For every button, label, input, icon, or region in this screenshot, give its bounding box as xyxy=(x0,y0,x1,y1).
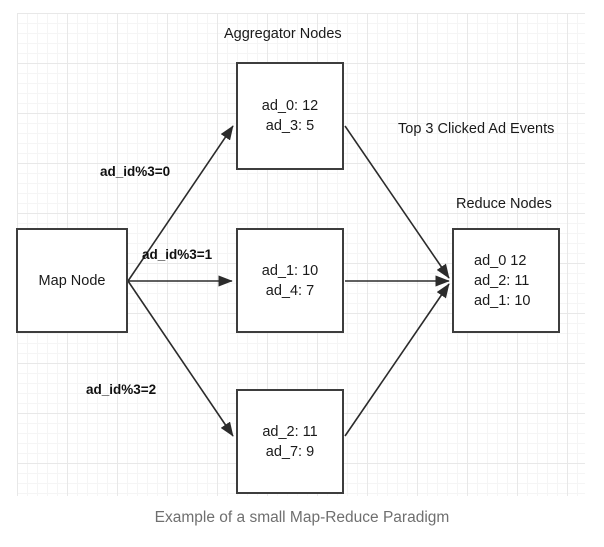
node-aggregator-1-line-1: ad_1: 10 xyxy=(261,262,319,279)
edge-aggregator-2-to-reduce xyxy=(344,283,450,437)
edge-label-mod-2: ad_id%3=2 xyxy=(86,382,157,397)
edge-aggregator-0-to-reduce xyxy=(344,125,450,279)
node-aggregator-0[interactable]: ad_0: 12 ad_3: 5 xyxy=(236,62,344,170)
node-reduce-line-3: ad_1: 10 xyxy=(474,292,531,309)
node-aggregator-2[interactable]: ad_2: 11 ad_7: 9 xyxy=(236,389,344,494)
node-aggregator-1-line-2: ad_4: 7 xyxy=(265,282,315,299)
node-reduce-line-1: ad_0 12 xyxy=(474,252,527,269)
node-reduce-line-2: ad_2: 11 xyxy=(474,272,530,289)
node-map[interactable]: Map Node xyxy=(16,228,128,333)
heading-top-clicked-ad-events: Top 3 Clicked Ad Events xyxy=(398,121,555,137)
edge-map-to-aggregator-2 xyxy=(127,280,234,437)
node-aggregator-0-line-2: ad_3: 5 xyxy=(265,118,315,134)
edge-label-mod-0: ad_id%3=0 xyxy=(100,164,171,179)
heading-reduce-nodes: Reduce Nodes xyxy=(456,196,552,212)
figure-caption: Example of a small Map-Reduce Paradigm xyxy=(154,509,450,526)
node-reduce[interactable]: ad_0 12 ad_2: 11 ad_1: 10 xyxy=(452,228,560,333)
edge-map-to-aggregator-0 xyxy=(127,125,234,282)
node-aggregator-2-line-2: ad_7: 9 xyxy=(265,443,315,460)
node-aggregator-2-line-1: ad_2: 11 xyxy=(262,423,318,440)
node-aggregator-0-line-1: ad_0: 12 xyxy=(261,98,319,114)
node-aggregator-1[interactable]: ad_1: 10 ad_4: 7 xyxy=(236,228,344,333)
heading-aggregator-nodes: Aggregator Nodes xyxy=(224,26,342,42)
node-map-label: Map Node xyxy=(38,272,106,289)
edge-label-mod-1: ad_id%3=1 xyxy=(142,247,213,262)
